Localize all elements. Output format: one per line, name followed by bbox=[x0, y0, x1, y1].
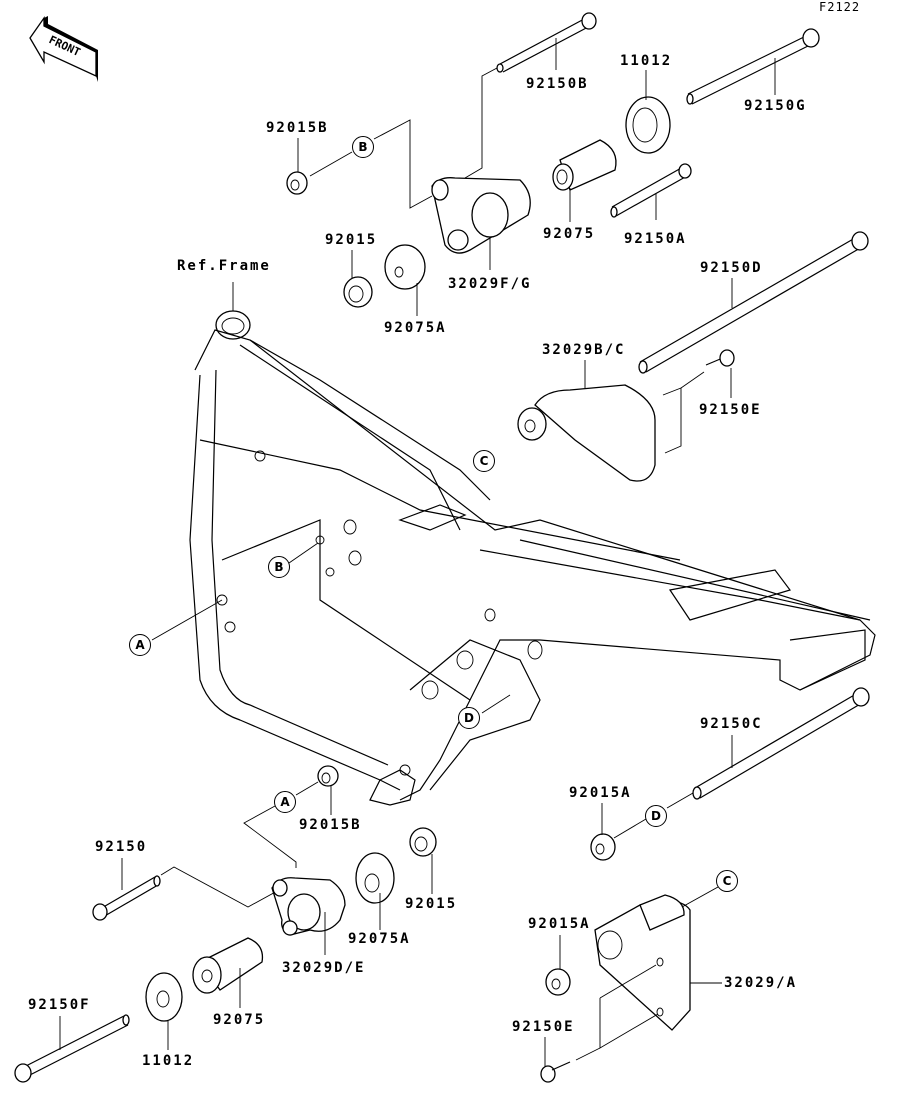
label-92150d[interactable]: 92150D bbox=[700, 260, 763, 276]
label-32029de[interactable]: 32029D/E bbox=[282, 960, 366, 976]
front-arrow-icon: FRONT bbox=[29, 15, 98, 82]
bracket-32029bc[interactable] bbox=[517, 360, 682, 482]
label-92150a[interactable]: 92150A bbox=[624, 231, 687, 247]
reference-marker-c-top: C bbox=[473, 450, 495, 472]
damper-92075a-bottom[interactable] bbox=[355, 852, 395, 930]
label-11012-bottom[interactable]: 11012 bbox=[142, 1053, 195, 1069]
label-92150f[interactable]: 92150F bbox=[28, 997, 91, 1013]
label-92015-bottom[interactable]: 92015 bbox=[405, 896, 458, 912]
bolt-92150[interactable] bbox=[92, 858, 291, 921]
label-92015a-mid[interactable]: 92015A bbox=[569, 785, 632, 801]
damper-92075-top[interactable] bbox=[552, 139, 617, 222]
label-92015-top[interactable]: 92015 bbox=[325, 232, 378, 248]
damper-92075a-top[interactable] bbox=[384, 244, 426, 316]
label-92075-bottom[interactable]: 92075 bbox=[213, 1012, 266, 1028]
label-92150g[interactable]: 92150G bbox=[744, 98, 807, 114]
bracket-32029de[interactable] bbox=[271, 877, 346, 955]
label-32029a[interactable]: 32029/A bbox=[724, 975, 798, 991]
bolt-92150d[interactable] bbox=[638, 231, 869, 374]
nut-92015-top[interactable] bbox=[343, 250, 373, 308]
bracket-32029fg[interactable] bbox=[431, 177, 531, 270]
label-32029fg[interactable]: 32029F/G bbox=[448, 276, 532, 292]
bolt-92150e-top[interactable] bbox=[680, 349, 735, 398]
nut-92015-bottom[interactable] bbox=[409, 827, 437, 894]
label-92075a-top[interactable]: 92075A bbox=[384, 320, 447, 336]
nut-92015b-top[interactable] bbox=[286, 119, 433, 209]
nut-92015a-mid[interactable] bbox=[590, 803, 616, 861]
reference-marker-d-bottom: D bbox=[645, 805, 667, 827]
reference-marker-a-bottom: A bbox=[274, 791, 296, 813]
reference-marker-d-frame: D bbox=[458, 707, 480, 729]
label-92150[interactable]: 92150 bbox=[95, 839, 148, 855]
label-92015b-top[interactable]: 92015B bbox=[266, 120, 329, 136]
label-92075-top[interactable]: 92075 bbox=[543, 226, 596, 242]
bolt-92150f[interactable] bbox=[14, 1014, 130, 1083]
ref-frame-label: Ref.Frame bbox=[177, 258, 271, 274]
bolt-92150g[interactable] bbox=[686, 28, 820, 105]
label-92150e-bottom[interactable]: 92150E bbox=[512, 1019, 575, 1035]
washer-11012-bottom[interactable] bbox=[145, 972, 183, 1050]
label-92150b[interactable]: 92150B bbox=[526, 76, 589, 92]
reference-marker-b-frame: B bbox=[268, 556, 290, 578]
frame-drawing bbox=[151, 282, 876, 806]
reference-marker-b-top: B bbox=[352, 136, 374, 158]
label-92150e-top[interactable]: 92150E bbox=[699, 402, 762, 418]
label-92015a-bottom[interactable]: 92015A bbox=[528, 916, 591, 932]
washer-11012-top[interactable] bbox=[625, 70, 671, 154]
diagram-code: F2122 bbox=[819, 0, 861, 14]
bracket-32029a[interactable] bbox=[594, 886, 722, 1049]
label-92150c[interactable]: 92150C bbox=[700, 716, 763, 732]
nut-92015b-bottom[interactable] bbox=[243, 765, 339, 868]
label-92075a-bottom[interactable]: 92075A bbox=[348, 931, 411, 947]
bolt-92150e-bottom[interactable] bbox=[540, 1037, 601, 1083]
reference-marker-c-bottom: C bbox=[716, 870, 738, 892]
nut-92015a-bottom[interactable] bbox=[545, 935, 571, 996]
damper-92075-bottom[interactable] bbox=[192, 937, 264, 1008]
bolt-92150b[interactable] bbox=[464, 12, 597, 179]
label-32029bc[interactable]: 32029B/C bbox=[542, 342, 626, 358]
bolt-92150a[interactable] bbox=[610, 163, 692, 220]
label-92015b-bottom[interactable]: 92015B bbox=[299, 817, 362, 833]
bolt-92150c[interactable] bbox=[613, 687, 870, 839]
reference-marker-a-frame: A bbox=[129, 634, 151, 656]
label-11012-top[interactable]: 11012 bbox=[620, 53, 673, 69]
